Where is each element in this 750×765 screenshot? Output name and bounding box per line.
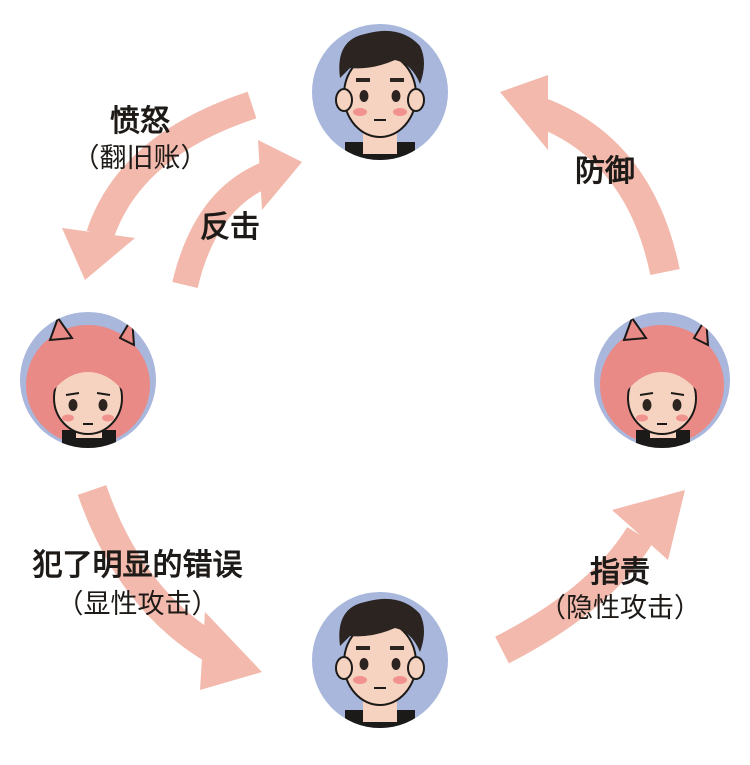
- label-mistake-sub: （显性攻击）: [56, 589, 219, 620]
- arrow-defense: [500, 75, 680, 276]
- woman-avatar-right: [594, 312, 730, 448]
- arrow-anger: [62, 91, 257, 280]
- arrow-mistake: [77, 485, 262, 690]
- label-blame-sub: （隐性攻击）: [539, 593, 701, 624]
- woman-avatar-left: [20, 312, 156, 448]
- man-avatar-top: [312, 24, 448, 160]
- label-blame: 指责: [590, 555, 650, 590]
- arrow-blame: [495, 490, 685, 664]
- label-counter: 反击: [200, 210, 260, 245]
- arrow-counter: [172, 140, 302, 289]
- label-anger: 愤怒: [110, 104, 170, 139]
- label-mistake: 犯了明显的错误: [32, 548, 243, 583]
- man-avatar-bottom: [312, 592, 448, 728]
- label-anger-sub: （翻旧账）: [72, 143, 208, 174]
- label-defense: 防御: [575, 154, 635, 189]
